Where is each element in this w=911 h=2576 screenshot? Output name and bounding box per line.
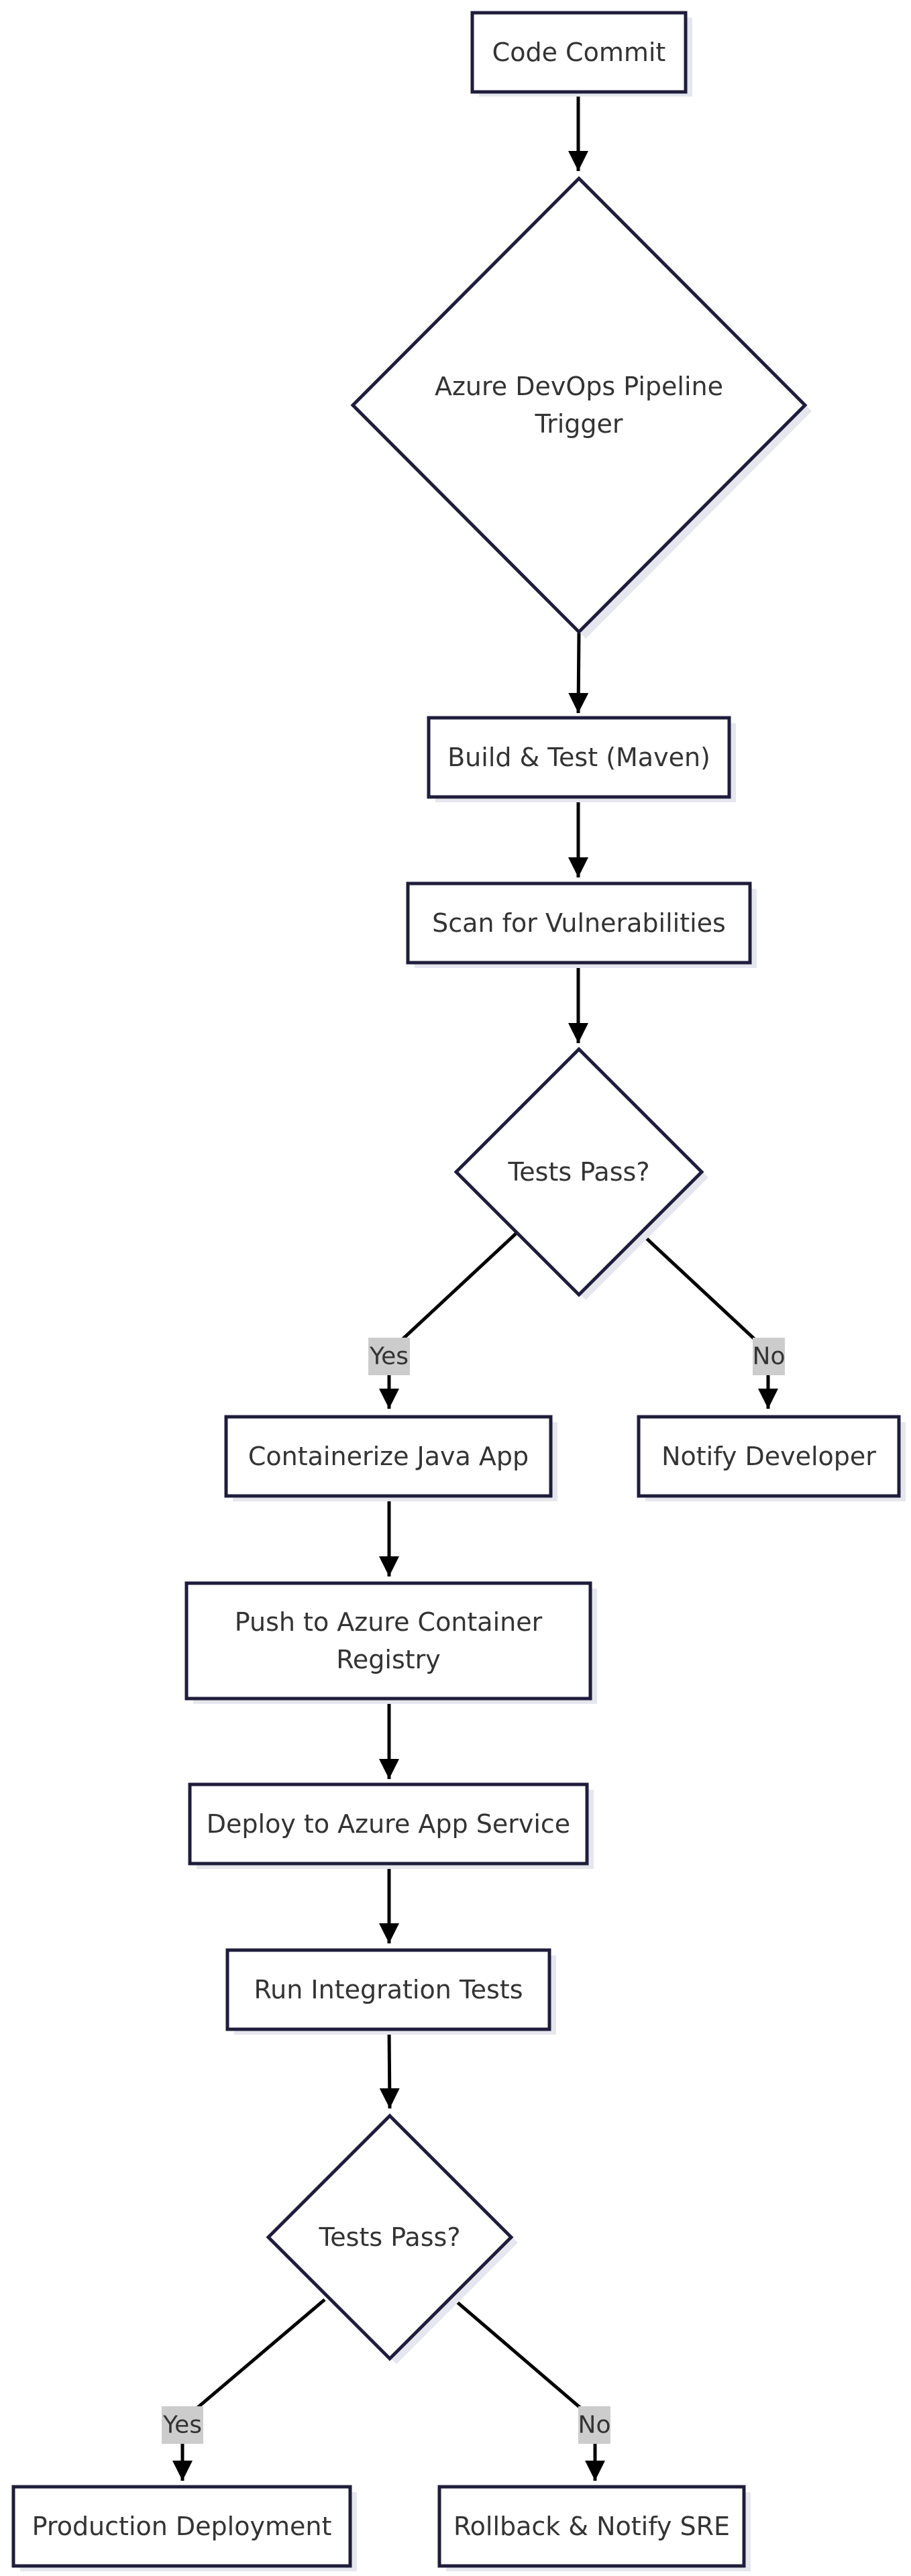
node-tests-pass-1: Tests Pass? bbox=[453, 1046, 708, 1300]
svg-text:Trigger: Trigger bbox=[534, 409, 623, 439]
edge-trigger-to-build bbox=[568, 630, 589, 714]
node-notify-developer: Notify Developer bbox=[637, 1415, 906, 1501]
node-tests-pass-2: Tests Pass? bbox=[266, 2113, 518, 2364]
edge-integration-to-decision2 bbox=[379, 2027, 400, 2109]
svg-text:Registry: Registry bbox=[336, 1645, 441, 1674]
edge-label-no-1: No bbox=[753, 1338, 786, 1375]
svg-text:Containerize Java App: Containerize Java App bbox=[248, 1442, 529, 1471]
edge-decision1-to-containerize bbox=[379, 1232, 518, 1409]
node-production-deployment: Production Deployment bbox=[11, 2485, 357, 2571]
svg-text:Build & Test (Maven): Build & Test (Maven) bbox=[447, 743, 710, 772]
node-containerize: Containerize Java App bbox=[224, 1415, 557, 1501]
edge-decision2-to-production bbox=[172, 2298, 326, 2481]
node-push-registry: Push to Azure Container Registry bbox=[184, 1581, 597, 1704]
edge-label-yes-2: Yes bbox=[162, 2406, 203, 2444]
svg-text:Rollback & Notify SRE: Rollback & Notify SRE bbox=[453, 2512, 730, 2541]
node-deploy-app-service: Deploy to Azure App Service bbox=[188, 1782, 594, 1869]
node-rollback: Rollback & Notify SRE bbox=[437, 2485, 751, 2571]
node-integration-tests: Run Integration Tests bbox=[225, 1948, 556, 2035]
svg-text:Tests Pass?: Tests Pass? bbox=[508, 1157, 650, 1187]
svg-text:Yes: Yes bbox=[369, 1343, 409, 1371]
svg-text:Notify Developer: Notify Developer bbox=[661, 1442, 876, 1471]
svg-text:Tests Pass?: Tests Pass? bbox=[319, 2222, 461, 2252]
svg-text:No: No bbox=[753, 1343, 786, 1371]
svg-text:Yes: Yes bbox=[162, 2412, 202, 2439]
svg-text:Code Commit: Code Commit bbox=[492, 38, 666, 67]
node-build-test: Build & Test (Maven) bbox=[427, 716, 736, 802]
edge-decision2-to-rollback bbox=[453, 2298, 605, 2481]
node-pipeline-trigger: Azure DevOps Pipeline Trigger bbox=[350, 176, 812, 639]
svg-text:Production Deployment: Production Deployment bbox=[32, 2512, 332, 2541]
svg-text:Scan for Vulnerabilities: Scan for Vulnerabilities bbox=[432, 908, 726, 938]
svg-text:No: No bbox=[578, 2412, 611, 2439]
node-scan-vulnerabilities: Scan for Vulnerabilities bbox=[406, 881, 757, 968]
edge-decision1-to-notify bbox=[639, 1232, 778, 1409]
svg-text:Deploy to Azure App Service: Deploy to Azure App Service bbox=[207, 1809, 570, 1839]
edge-label-yes-1: Yes bbox=[368, 1338, 410, 1375]
svg-text:Run Integration Tests: Run Integration Tests bbox=[254, 1975, 523, 2004]
node-code-commit: Code Commit bbox=[470, 11, 692, 97]
svg-text:Azure DevOps Pipeline: Azure DevOps Pipeline bbox=[435, 372, 723, 401]
svg-text:Push to Azure Container: Push to Azure Container bbox=[235, 1607, 543, 1637]
edge-label-no-2: No bbox=[578, 2406, 611, 2444]
